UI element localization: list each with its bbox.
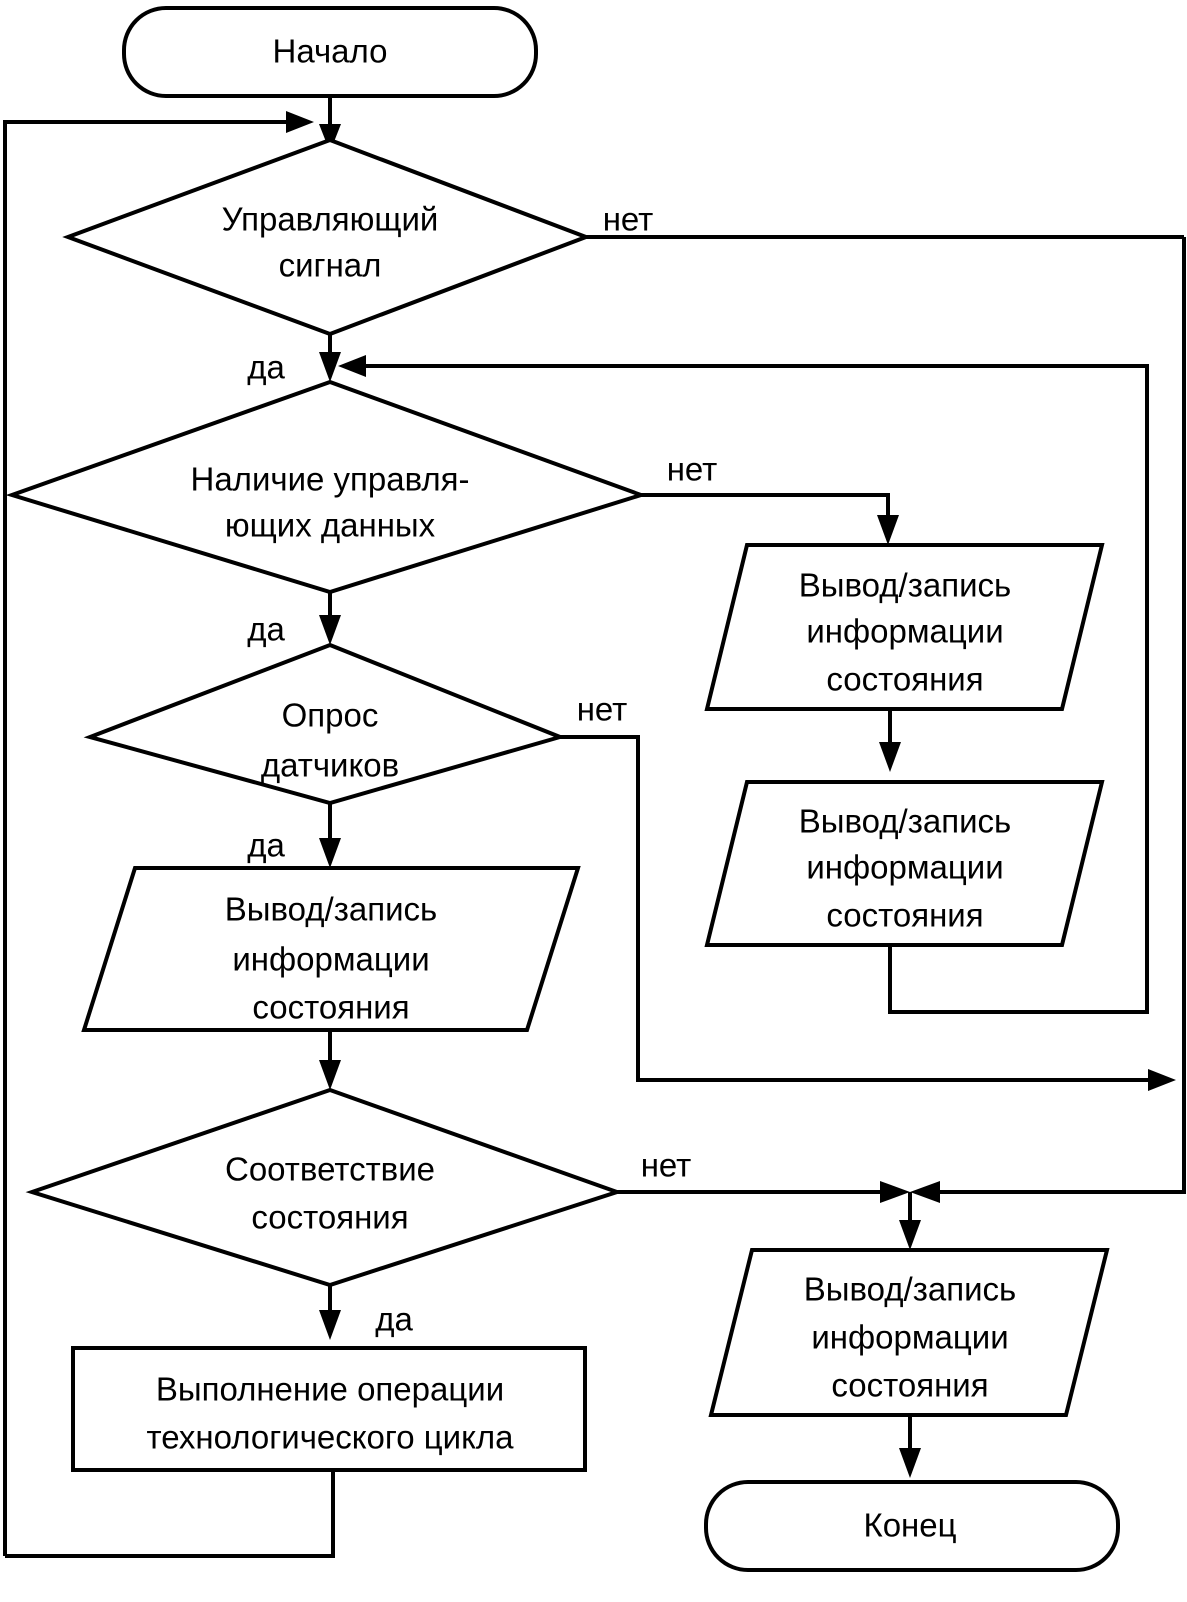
edge-outer-bus-to-merge xyxy=(922,237,1186,1194)
io-left-label-line2: информации xyxy=(232,941,429,978)
arrowhead-merge-to-io-bottom xyxy=(899,1220,921,1250)
decision-sensors-label-line1: Опрос xyxy=(282,697,379,734)
io-bottom-right-shape xyxy=(708,1248,1110,1417)
io-left-label-line1: Вывод/запись xyxy=(225,891,437,928)
arrowhead-io-bottom-to-end xyxy=(899,1448,921,1478)
decision-sensors-shape xyxy=(83,642,567,806)
arrowhead-data-yes xyxy=(319,615,341,645)
decision-control-signal-label-line2: сигнал xyxy=(279,247,382,284)
node-start[interactable]: Начало xyxy=(122,6,538,98)
decision-state-match-shape xyxy=(25,1087,624,1288)
edge-label-sensors-yes: да xyxy=(247,827,285,864)
io-right-1-shape xyxy=(704,543,1105,711)
decision-control-data-label-line2: ющих данных xyxy=(225,507,436,544)
process-cycle-shape xyxy=(71,1346,587,1472)
node-end[interactable]: Конец xyxy=(704,1480,1120,1572)
io-right-2-shape xyxy=(704,780,1105,947)
edge-label-layer: нет да нет да нет да нет да xyxy=(247,201,717,1338)
arrowhead-io-right-2-return xyxy=(338,355,366,377)
edge-label-sensors-no: нет xyxy=(577,691,628,728)
decision-sensors-label-line2: датчиков xyxy=(261,747,399,784)
arrowhead-data-no xyxy=(877,515,899,545)
node-io-right-1[interactable]: Вывод/запись информации состояния xyxy=(704,543,1105,711)
edge-io-right-2-return xyxy=(352,364,1149,1014)
edge-label-data-yes: да xyxy=(247,611,285,648)
edge-label-signal-no: нет xyxy=(603,201,654,238)
arrowhead-match-no xyxy=(880,1181,910,1203)
arrowhead-return-to-signal xyxy=(286,111,314,133)
start-label: Начало xyxy=(273,33,388,70)
io-left-shape xyxy=(81,866,581,1032)
arrowhead-match-yes xyxy=(319,1310,341,1340)
decision-control-signal-shape xyxy=(62,137,592,337)
node-decision-sensors[interactable]: Опрос датчиков xyxy=(83,642,567,806)
node-io-right-2[interactable]: Вывод/запись информации состояния xyxy=(704,780,1105,947)
edge-process-exit xyxy=(5,1469,335,1558)
decision-control-data-label-line1: Наличие управля- xyxy=(191,461,470,498)
arrowhead-sensors-yes xyxy=(319,838,341,868)
node-process-cycle[interactable]: Выполнение операции технологического цик… xyxy=(71,1346,587,1472)
connector-layer xyxy=(3,96,1186,1558)
node-decision-control-signal[interactable]: Управляющий сигнал xyxy=(62,137,592,337)
decision-state-match-label-line1: Соответствие xyxy=(225,1151,435,1188)
process-cycle-label-line2: технологического цикла xyxy=(147,1419,515,1456)
io-right-2-label-line3: состояния xyxy=(826,897,983,934)
io-bottom-right-label-line1: Вывод/запись xyxy=(804,1271,1016,1308)
decision-state-match-label-line2: состояния xyxy=(251,1199,408,1236)
node-decision-state-match[interactable]: Соответствие состояния xyxy=(25,1087,624,1288)
edge-label-match-no: нет xyxy=(641,1147,692,1184)
arrowhead-sensors-no xyxy=(1148,1069,1176,1091)
io-right-1-label-line2: информации xyxy=(806,613,1003,650)
arrowhead-io-left-to-match xyxy=(319,1060,341,1090)
io-left-label-line3: состояния xyxy=(252,989,409,1026)
node-decision-control-data[interactable]: Наличие управля- ющих данных xyxy=(5,379,648,595)
decision-control-data-shape xyxy=(5,379,648,595)
io-bottom-right-label-line3: состояния xyxy=(831,1367,988,1404)
edge-label-data-no: нет xyxy=(667,451,718,488)
start-terminator-shape xyxy=(122,6,538,98)
arrowhead-io-right-1-to-2 xyxy=(879,742,901,772)
io-right-2-label-line2: информации xyxy=(806,849,1003,886)
io-bottom-right-label-line2: информации xyxy=(811,1319,1008,1356)
process-cycle-label-line1: Выполнение операции xyxy=(156,1371,504,1408)
io-right-1-label-line3: состояния xyxy=(826,661,983,698)
edge-sensors-no xyxy=(560,735,1160,1082)
end-terminator-shape xyxy=(704,1480,1120,1572)
arrowhead-signal-yes xyxy=(319,352,341,382)
io-right-1-label-line1: Вывод/запись xyxy=(799,567,1011,604)
node-io-bottom-right[interactable]: Вывод/запись информации состояния xyxy=(708,1248,1110,1417)
io-right-2-label-line1: Вывод/запись xyxy=(799,803,1011,840)
decision-control-signal-label-line1: Управляющий xyxy=(222,201,439,238)
edge-data-no xyxy=(641,493,890,530)
edge-label-match-yes: да xyxy=(375,1301,413,1338)
arrowhead-outer-bus-to-merge xyxy=(910,1181,940,1203)
edge-label-signal-yes: да xyxy=(247,349,285,386)
end-label: Конец xyxy=(863,1507,956,1544)
edge-process-return-bus xyxy=(3,120,300,1556)
node-io-left[interactable]: Вывод/запись информации состояния xyxy=(81,866,581,1032)
